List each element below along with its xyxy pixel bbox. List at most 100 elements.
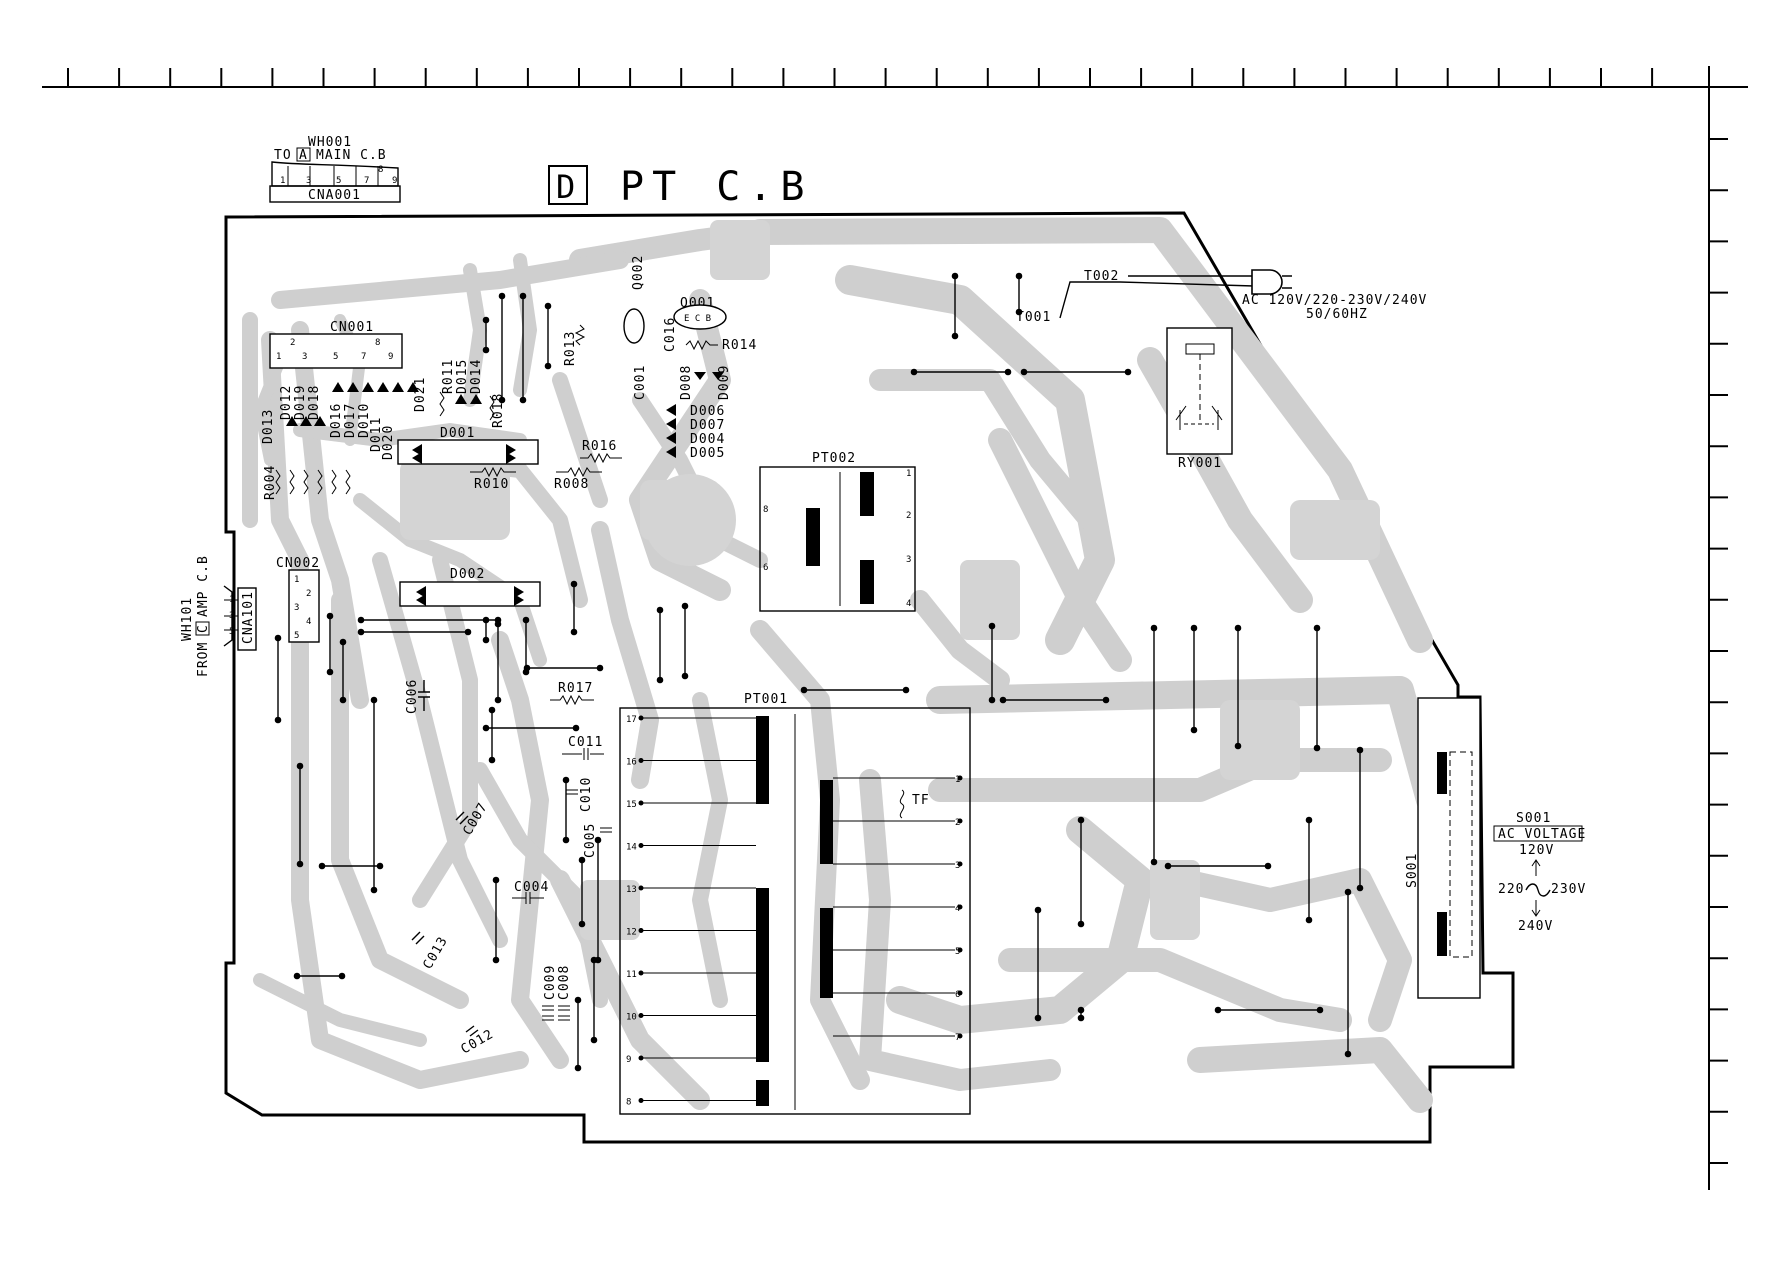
d018-label: D018 (307, 385, 322, 420)
resistors-mid: R016 R010 R008 (470, 439, 622, 492)
r013-label: R013 (563, 331, 578, 366)
solder-pad (1020, 368, 1028, 376)
solder-pad (988, 696, 996, 704)
pt001-right-winding-2 (820, 908, 833, 998)
solder-pad (570, 628, 578, 636)
pt002-pin-3: 3 (906, 555, 911, 565)
pt001-pin-left-17: 17 (626, 715, 637, 725)
pt001-pin-left-14: 14 (626, 843, 637, 853)
pt001-pin-right-6: 6 (955, 990, 960, 1000)
c011-symbol (562, 748, 604, 760)
wh001-dest-letter: A (299, 148, 308, 163)
solder-pad (498, 292, 506, 300)
cn001-body (269, 333, 403, 369)
solder-pad (594, 836, 602, 844)
solder-pad (482, 616, 490, 624)
copper-pours (400, 220, 1380, 940)
voltage-tilde-icon (1525, 883, 1551, 897)
diode-cluster-left: R011 D015 D014 R018 D021 D001 D020 D016 … (261, 359, 539, 500)
solder-pad (1004, 368, 1012, 376)
solder-pad (498, 396, 506, 404)
solder-pad (274, 634, 282, 642)
wh001-pin-3: 3 (306, 176, 311, 186)
d004-label: D004 (690, 432, 725, 447)
ac-voltage-line-2: 50/60HZ (1306, 307, 1368, 322)
pt002-winding-right-top (860, 472, 874, 516)
solder-pad (1344, 1050, 1352, 1058)
board-letter: D (556, 168, 575, 206)
solder-pad (376, 862, 384, 870)
pin-dot (957, 1033, 963, 1039)
pt001-pin-right-7: 7 (955, 1033, 960, 1043)
solder-pad (296, 860, 304, 868)
wh101-src-letter: C (196, 624, 211, 633)
solder-pad (1124, 368, 1132, 376)
wh101-connector: FROM C AMP C.B WH101 1 3 5 CNA101 (180, 555, 257, 677)
solder-pad (1077, 1014, 1085, 1022)
pin-dot (957, 818, 963, 824)
wh101-src-prefix: FROM (196, 642, 211, 677)
jumper-wires (274, 272, 1364, 1072)
s001-body (1417, 697, 1481, 999)
solder-pad (1015, 272, 1023, 280)
d020-label: D020 (381, 425, 396, 460)
pt002-pin-8: 8 (763, 505, 768, 515)
solder-pad (544, 362, 552, 370)
solder-pad (370, 696, 378, 704)
diode-row-top (286, 382, 482, 426)
r010-label: R010 (474, 477, 509, 492)
c010-label: C010 (579, 777, 594, 812)
pt001-pin-left-11: 11 (626, 970, 637, 980)
r016-symbol (580, 452, 622, 464)
solder-pad (681, 672, 689, 680)
wh101-src-suffix: AMP C.B (196, 555, 211, 617)
pt002-transformer: PT002 8 6 1 2 3 4 (759, 451, 916, 612)
c011-label: C011 (568, 735, 603, 750)
solder-pad (293, 972, 301, 980)
pin-dot (957, 904, 963, 910)
cn001-pin-8: 8 (375, 338, 380, 348)
pt001-pin-left-15: 15 (626, 800, 637, 810)
solder-pad (1234, 742, 1242, 750)
solder-pad (910, 368, 918, 376)
solder-pad (370, 886, 378, 894)
t002-label: T002 (1084, 269, 1119, 284)
r008-label: R008 (554, 477, 589, 492)
ac-cord (1059, 275, 1255, 319)
c016-label: C016 (663, 317, 678, 352)
solder-pad (1313, 744, 1321, 752)
wh001-dest-prefix: TO (274, 148, 292, 163)
d013-label: D013 (261, 409, 276, 444)
pt002-label: PT002 (812, 451, 856, 466)
wh001-label: WH001 (308, 135, 352, 150)
solder-pad (482, 636, 490, 644)
solder-pad (656, 676, 664, 684)
d007-symbol (666, 418, 676, 430)
solder-pad (562, 836, 570, 844)
pin-dot (957, 775, 963, 781)
pt001-left-winding-3 (756, 1080, 769, 1106)
solder-pad (1150, 858, 1158, 866)
cn002-pin-5: 5 (294, 631, 299, 641)
wh101-pin-3: 3 (229, 611, 234, 621)
c005-label: C005 (583, 823, 598, 858)
cn001-pin-5: 5 (333, 352, 338, 362)
voltage-240: 240V (1518, 919, 1553, 934)
solder-pad (572, 724, 580, 732)
solder-pad (492, 956, 500, 964)
solder-pad (1034, 1014, 1042, 1022)
solder-pad (1034, 906, 1042, 914)
c006-label: C006 (405, 679, 420, 714)
voltage-220: 220 (1498, 882, 1524, 897)
pt001-left-winding-1 (756, 716, 769, 804)
d008-symbol (694, 372, 706, 380)
r013-symbol (574, 324, 586, 346)
q002-label: Q002 (631, 255, 646, 290)
board-title: PT C.B (620, 164, 813, 210)
d011-label: D011 (369, 417, 384, 452)
solder-pad (570, 580, 578, 588)
d006-label: D006 (690, 404, 725, 419)
d005-label: D005 (690, 446, 725, 461)
wh001-pin-8: 8 (378, 165, 383, 175)
ac-input: T002 T001 AC 120V/220-230V/240V 50/60HZ (1016, 269, 1426, 325)
